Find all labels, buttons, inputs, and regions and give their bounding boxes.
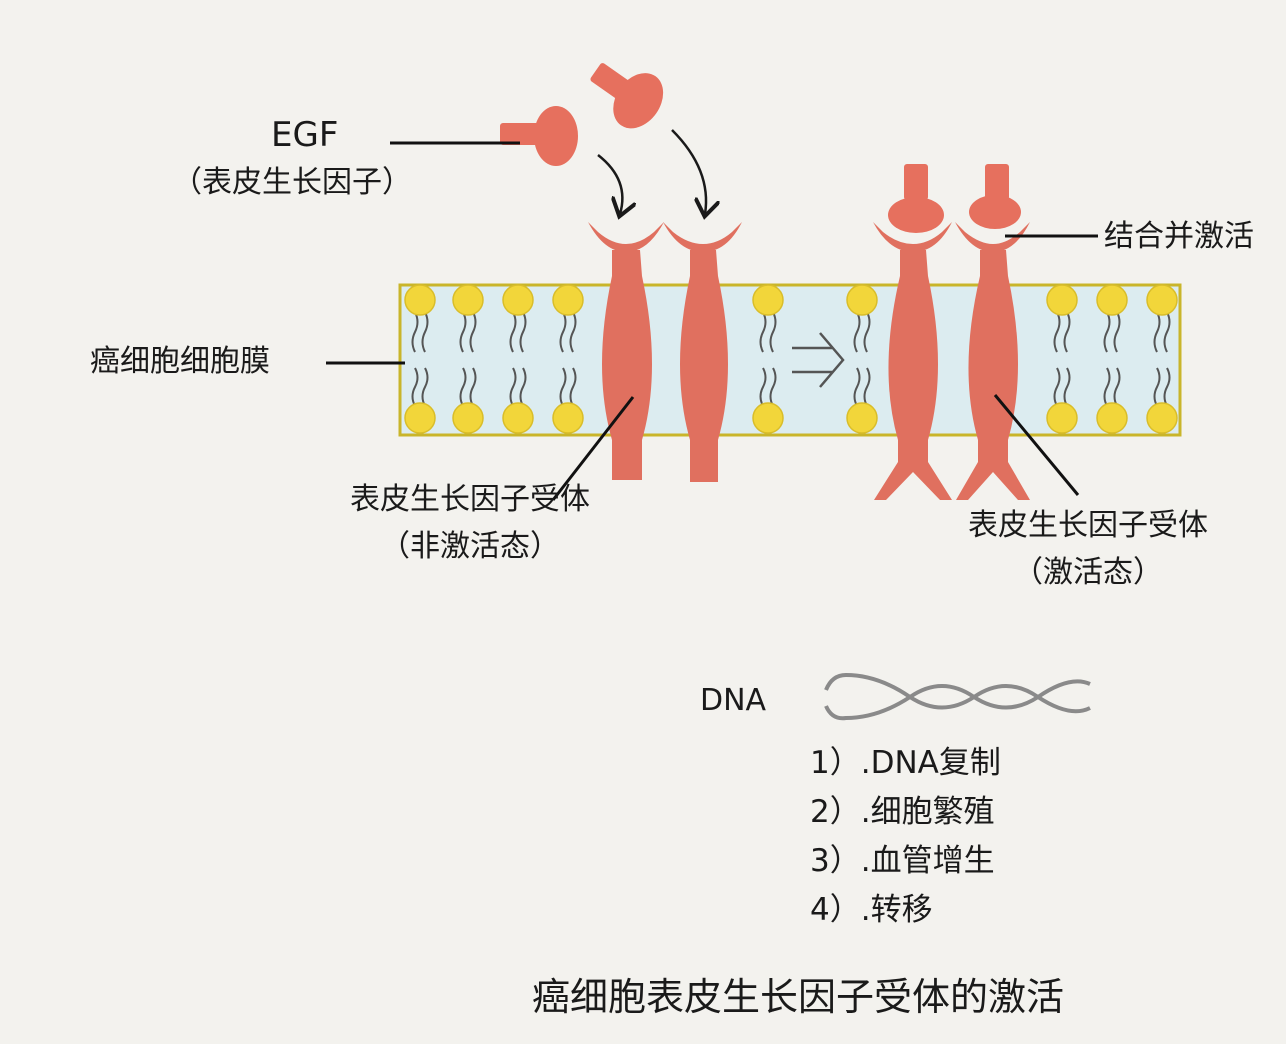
receptor-active-title: 表皮生长因子受体 bbox=[968, 508, 1208, 543]
lipid-tail bbox=[559, 311, 567, 353]
lipid-tail bbox=[509, 311, 517, 353]
bind-activate-label: 结合并激活 bbox=[1104, 219, 1254, 254]
lipid-tail bbox=[1063, 367, 1071, 407]
lipid-head bbox=[1146, 402, 1178, 434]
lipid-tail bbox=[1153, 311, 1161, 353]
lipid-tail bbox=[863, 367, 871, 407]
lipid-head bbox=[1046, 284, 1078, 316]
egf-subtitle: （表皮生长因子） bbox=[172, 165, 412, 200]
receptor-inactive-right bbox=[663, 222, 742, 482]
binding-arrow-1 bbox=[597, 154, 622, 214]
lipid-tail bbox=[519, 367, 527, 407]
receptor-inactive-title: 表皮生长因子受体 bbox=[350, 482, 590, 517]
receptor-active-right bbox=[955, 222, 1030, 500]
outcome-item: 2）.细胞繁殖 bbox=[810, 794, 995, 830]
receptor-active-state: （激活态） bbox=[1013, 555, 1163, 590]
lipid-tail bbox=[469, 311, 477, 353]
lipid-tail bbox=[1163, 311, 1171, 353]
egf-molecule-free-1 bbox=[500, 106, 578, 166]
lipid-tail bbox=[1053, 367, 1061, 407]
double-arrow-right-icon bbox=[792, 332, 845, 388]
dna-helix-icon bbox=[824, 672, 1091, 721]
lipid-tail bbox=[569, 367, 577, 407]
lipid-head bbox=[1096, 284, 1128, 316]
receptor-active-left bbox=[873, 222, 952, 500]
lipid-head bbox=[502, 284, 534, 316]
lipid-tail bbox=[853, 367, 861, 407]
lipid-tail bbox=[469, 367, 477, 407]
lipid-tail bbox=[411, 367, 419, 407]
lipid-head bbox=[404, 402, 436, 434]
lipid-tail bbox=[459, 311, 467, 353]
membrane-label: 癌细胞细胞膜 bbox=[90, 344, 270, 379]
egf-molecule-free-2 bbox=[590, 63, 664, 129]
lipid-head bbox=[846, 402, 878, 434]
lipid-tail bbox=[421, 367, 429, 407]
lipid-tail bbox=[769, 367, 777, 407]
lipid-head bbox=[752, 284, 784, 316]
lipid-tail bbox=[559, 367, 567, 407]
lipid-head bbox=[552, 284, 584, 316]
lipid-tail bbox=[1103, 311, 1111, 353]
lipid-tail bbox=[1053, 311, 1061, 353]
lipid-tail bbox=[853, 311, 861, 353]
outcome-item: 4）.转移 bbox=[810, 892, 933, 928]
outcome-item: 3）.血管增生 bbox=[810, 843, 995, 879]
binding-arrow-2 bbox=[671, 129, 706, 214]
outcome-list: 1）.DNA复制 2）.细胞繁殖 3）.血管增生 4）.转移 bbox=[810, 742, 1001, 938]
lipid-tail bbox=[1163, 367, 1171, 407]
egf-molecule-bound-2 bbox=[969, 164, 1021, 229]
lipid-tail bbox=[1063, 311, 1071, 353]
dna-label: DNA bbox=[700, 683, 767, 718]
receptor-inactive-state: （非激活态） bbox=[380, 529, 560, 564]
lipid-tail bbox=[759, 367, 767, 407]
lipid-head bbox=[1096, 402, 1128, 434]
figure-caption: 癌细胞表皮生长因子受体的激活 bbox=[532, 975, 1065, 1019]
lipid-tail bbox=[569, 311, 577, 353]
lipid-tail bbox=[1103, 367, 1111, 407]
lipid-tail bbox=[1113, 367, 1121, 407]
lipid-head bbox=[1046, 402, 1078, 434]
lipid-tail bbox=[769, 311, 777, 353]
lipid-bilayer bbox=[404, 284, 1178, 434]
lipid-tail bbox=[1113, 311, 1121, 353]
lipid-head bbox=[846, 284, 878, 316]
lipid-tail bbox=[863, 311, 871, 353]
lipid-tail bbox=[421, 311, 429, 353]
lipid-head bbox=[404, 284, 436, 316]
lipid-tail bbox=[759, 311, 767, 353]
lipid-tail bbox=[519, 311, 527, 353]
lipid-tail bbox=[411, 311, 419, 353]
egf-title: EGF bbox=[271, 115, 339, 155]
outcome-item: 1）.DNA复制 bbox=[810, 745, 1001, 781]
lipid-tail bbox=[509, 367, 517, 407]
lipid-head bbox=[502, 402, 534, 434]
lipid-head bbox=[452, 284, 484, 316]
lipid-head bbox=[552, 402, 584, 434]
lipid-tail bbox=[1153, 367, 1161, 407]
lipid-head bbox=[452, 402, 484, 434]
lipid-head bbox=[1146, 284, 1178, 316]
leader-receptor-inactive bbox=[551, 396, 635, 501]
egf-molecule-bound-1 bbox=[888, 164, 944, 233]
lipid-head bbox=[752, 402, 784, 434]
lipid-tail bbox=[459, 367, 467, 407]
leader-receptor-active bbox=[993, 394, 1080, 496]
